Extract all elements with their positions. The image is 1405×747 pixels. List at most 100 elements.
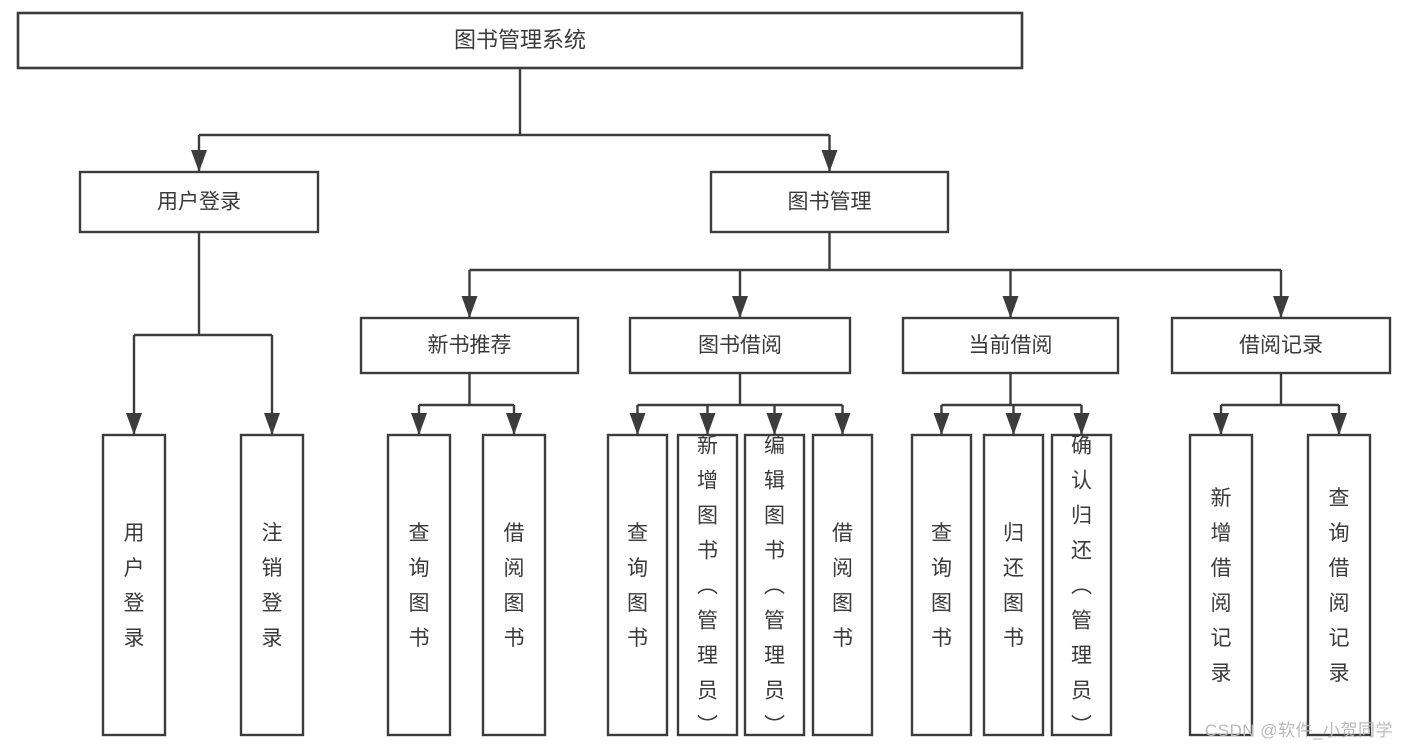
leaf-node-0[interactable]: 用户登录 [101,433,167,737]
leaf-node-2-char: 书 [409,627,430,650]
leaf-node-10-char: ︶ [1071,715,1092,738]
leaf-node-3-char: 借 [504,522,525,545]
leaf-node-12-char: 记 [1329,627,1350,650]
leaf-node-1-char: 录 [262,627,283,650]
leaf-node-1-box[interactable] [239,433,305,737]
leaf-node-4-box[interactable] [606,433,669,737]
leaf-node-5-char: 图 [697,505,718,528]
leaf-node-12-box[interactable] [1306,433,1372,737]
arrow-head-icon [461,296,478,318]
leaf-node-2-box[interactable] [386,433,452,737]
leaf-node-5-char: 增 [697,470,718,493]
level2-node-1[interactable]: 图书管理 [709,170,950,234]
level3-node-2-box[interactable] [901,316,1120,375]
leaf-node-10-char: 归 [1071,505,1092,528]
leaf-node-6-box[interactable] [743,433,806,737]
leaf-node-11-char: 增 [1211,522,1232,545]
leaf-node-10-char: 还 [1071,540,1092,563]
leaf-node-6-char: 书 [764,540,785,563]
root-node[interactable]: 图书管理系统 [16,11,1024,70]
arrow-head-icon [1273,296,1289,318]
arrow-head-icon [126,413,142,435]
leaf-node-11-box[interactable] [1188,433,1254,737]
leaf-node-7-char: 书 [832,627,853,650]
leaf-node-11-char: 借 [1211,557,1232,580]
leaf-node-11-char: 录 [1211,662,1232,685]
leaf-node-0-char: 录 [124,627,145,650]
arrow-head-icon [834,413,851,435]
leaf-node-8-char: 询 [931,557,952,580]
level3-node-2[interactable]: 当前借阅 [901,316,1120,375]
leaf-node-4-char: 书 [627,627,648,650]
node-layer: 图书管理系统用户登录图书管理新书推荐图书借阅当前借阅借阅记录用户登录注销登录查询… [16,11,1392,738]
leaf-node-5-char: 新 [697,435,718,458]
leaf-node-10-char: 理 [1071,645,1092,668]
leaf-node-6-char: 编 [764,435,785,458]
arrow-head-icon [506,413,522,435]
leaf-node-12-char: 查 [1329,487,1350,510]
leaf-node-0-char: 登 [124,592,145,615]
connector-layer [126,68,1347,435]
leaf-node-9-box[interactable] [982,433,1045,737]
leaf-node-12-char: 录 [1329,662,1350,685]
leaf-node-8-box[interactable] [910,433,973,737]
leaf-node-9-char: 归 [1003,522,1024,545]
leaf-node-5-box[interactable] [676,433,739,737]
leaf-node-3-box[interactable] [481,433,547,737]
leaf-node-10-char: 管 [1071,610,1092,633]
arrow-head-icon [821,150,838,172]
leaf-node-9-char: 书 [1003,627,1024,650]
level3-node-1-box[interactable] [628,316,852,375]
leaf-node-10-box[interactable] [1050,433,1113,737]
leaf-node-6-char: ︶ [764,715,785,738]
arrow-head-icon [1002,296,1019,318]
leaf-node-7-char: 图 [832,592,853,615]
leaf-node-3-char: 书 [504,627,525,650]
leaf-node-9-char: 图 [1003,592,1024,615]
leaf-node-6-char: 管 [764,610,785,633]
level2-node-1-box[interactable] [709,170,950,234]
leaf-node-8-char: 书 [931,627,952,650]
level3-node-3-box[interactable] [1170,316,1392,375]
leaf-node-11-char: 记 [1211,627,1232,650]
level3-node-0[interactable]: 新书推荐 [359,316,580,375]
arrow-head-icon [1073,413,1090,435]
root-node-box[interactable] [16,11,1024,70]
leaf-node-0-box[interactable] [101,433,167,737]
arrow-head-icon [1331,413,1347,435]
leaf-node-4-char: 图 [627,592,648,615]
leaf-node-9-char: 还 [1003,557,1024,580]
leaf-node-7-box[interactable] [811,433,874,737]
arrow-head-icon [411,413,427,435]
level3-node-1[interactable]: 图书借阅 [628,316,852,375]
leaf-node-12-char: 阅 [1329,592,1350,615]
leaf-node-10-char: ︵ [1071,575,1092,598]
level2-node-0[interactable]: 用户登录 [78,170,320,234]
leaf-node-10-char: 认 [1071,470,1092,493]
arrow-head-icon [732,296,748,318]
level3-node-0-label: 新书推荐 [428,334,512,357]
level3-node-3[interactable]: 借阅记录 [1170,316,1392,375]
leaf-node-12-char: 询 [1329,522,1350,545]
level3-node-0-box[interactable] [359,316,580,375]
leaf-node-5-char: 员 [697,680,718,703]
leaf-node-5-char: 理 [697,645,718,668]
leaf-node-5-char: ︵ [697,575,718,598]
level2-node-0-box[interactable] [78,170,320,234]
leaf-node-6-char: 图 [764,505,785,528]
level3-node-2-label: 当前借阅 [969,334,1053,357]
leaf-node-10-char: 确 [1071,435,1092,458]
